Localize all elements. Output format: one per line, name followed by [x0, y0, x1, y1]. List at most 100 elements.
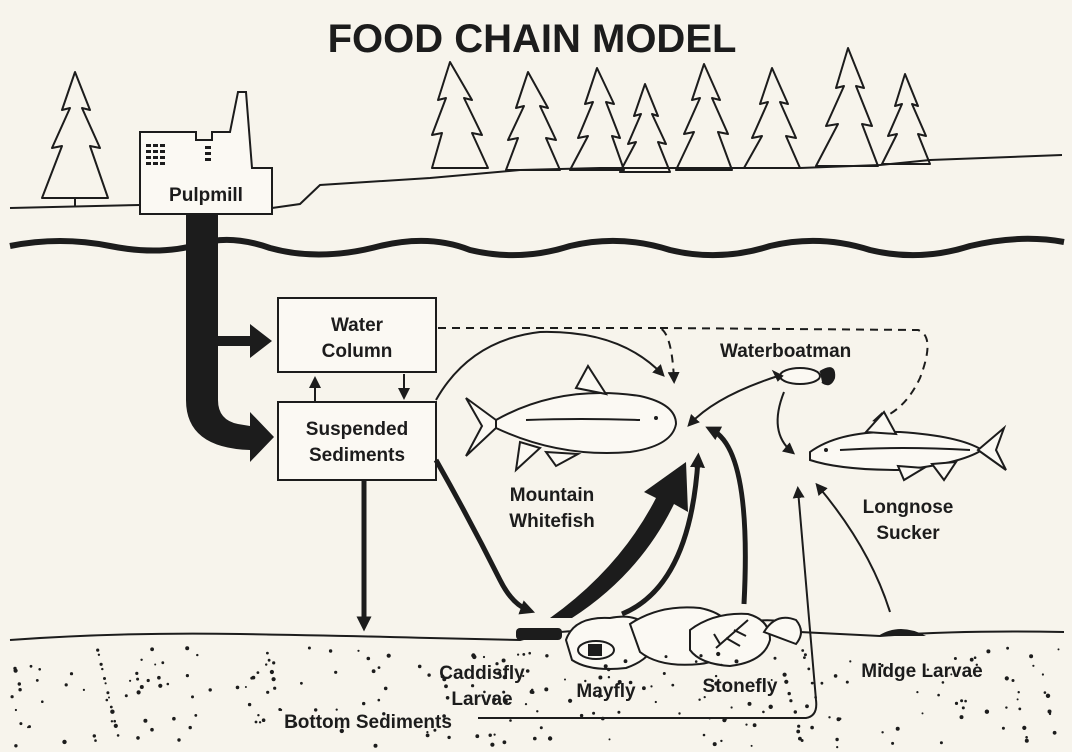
- sediment-dot: [140, 685, 144, 689]
- sediment-dot: [805, 704, 809, 708]
- sediment-dot: [531, 691, 534, 694]
- sediment-dot: [357, 650, 359, 652]
- sediment-dot: [525, 703, 527, 705]
- sediment-dot: [167, 683, 170, 686]
- sediment-dot: [713, 742, 717, 746]
- sediment-dot: [753, 723, 757, 727]
- sediment-dot: [1017, 698, 1019, 700]
- sediment-dot: [678, 712, 680, 714]
- sediment-dot: [106, 699, 109, 702]
- waterboatman-label: Waterboatman: [720, 341, 851, 362]
- sediment-dot: [663, 672, 666, 675]
- sediment-dot: [604, 664, 608, 668]
- water-column-label: Column: [322, 341, 393, 362]
- sediment-dot: [837, 717, 841, 721]
- sediment-dot: [849, 660, 851, 662]
- sediment-dot: [804, 653, 807, 656]
- sediment-dot: [300, 682, 303, 685]
- sediment-dot: [189, 726, 192, 729]
- sediment-dot: [1018, 691, 1020, 693]
- sediment-dot: [960, 715, 964, 719]
- sediment-dot: [270, 670, 274, 674]
- sediment-dot: [11, 695, 14, 698]
- sediment-dot: [143, 719, 147, 723]
- sediment-dot: [103, 677, 106, 680]
- sediment-dot: [807, 668, 810, 671]
- sediment-dot: [624, 659, 628, 663]
- sediment-dot: [154, 664, 156, 666]
- sediment-dot: [110, 706, 113, 709]
- sediment-dot: [794, 710, 797, 713]
- sediment-dot: [265, 663, 267, 665]
- midge-larvae-label: Midge Larvae: [861, 661, 982, 682]
- sediment-dot: [191, 695, 194, 698]
- sediment-dot: [272, 661, 275, 664]
- sediment-dot: [665, 655, 668, 658]
- sediment-dot: [835, 738, 838, 741]
- sediment-dot: [699, 654, 702, 657]
- sediment-dot: [769, 705, 773, 709]
- sediment-dot: [503, 740, 507, 744]
- sediment-dot: [494, 734, 496, 736]
- sediment-dot: [609, 738, 611, 740]
- sediment-dot: [14, 744, 17, 747]
- effluent-flow: [186, 214, 274, 462]
- sediment-dot: [891, 742, 894, 745]
- sediment-dot: [140, 659, 142, 661]
- waterboatman-insect: [774, 368, 834, 384]
- sediment-dot: [568, 699, 572, 703]
- sediment-dot: [1002, 727, 1005, 730]
- sediment-dot: [96, 649, 99, 652]
- sediment-dot: [378, 699, 381, 702]
- sediment-dot: [94, 739, 97, 742]
- sediment-dot: [528, 652, 531, 655]
- tree: [882, 74, 930, 164]
- sediment-dot: [98, 654, 100, 656]
- sediment-dot: [607, 668, 610, 671]
- sediment-dot: [922, 712, 924, 714]
- sediment-dot: [544, 687, 548, 691]
- sediment-dot: [1005, 706, 1007, 708]
- tree: [432, 62, 488, 168]
- sediment-dot: [129, 680, 131, 682]
- sediment-dot: [798, 737, 802, 741]
- sediment-dot: [784, 680, 788, 684]
- sediment-dot: [137, 690, 141, 694]
- sediment-dot: [30, 665, 33, 668]
- sediment-dot: [751, 745, 753, 747]
- sediment-dot: [642, 686, 646, 690]
- sediment-dot: [427, 673, 430, 676]
- sediment-dot: [150, 647, 154, 651]
- tree: [744, 68, 800, 168]
- sediment-dot: [722, 718, 726, 722]
- rocks: [566, 607, 801, 669]
- sediment-dot: [748, 702, 752, 706]
- sediment-dot: [1025, 736, 1028, 739]
- sediment-dot: [821, 682, 824, 685]
- sediment-dot: [960, 699, 963, 702]
- sediment-dot: [1044, 691, 1047, 694]
- sediment-dot: [564, 679, 566, 681]
- tree: [816, 48, 878, 166]
- sediment-dot: [18, 688, 21, 691]
- sediment-dot: [650, 685, 652, 687]
- sediment-dot: [1042, 673, 1044, 675]
- sediment-dot: [18, 682, 21, 685]
- longnose-sucker-label: Sucker: [876, 523, 940, 544]
- sediment-dot: [446, 696, 450, 700]
- sediment-dot: [1058, 648, 1060, 650]
- sediment-dot: [1022, 726, 1026, 730]
- sediment-dot: [273, 687, 276, 690]
- sediment-dot: [100, 663, 103, 666]
- sediment-dot: [272, 677, 276, 681]
- mountain-whitefish-fish: [466, 366, 676, 470]
- sediment-dot: [698, 699, 700, 701]
- mayfly-label: Mayfly: [576, 681, 636, 702]
- sediment-dot: [1012, 679, 1015, 682]
- sediment-dot: [444, 684, 448, 688]
- sediment-dot: [70, 672, 73, 675]
- sediment-dot: [14, 669, 18, 673]
- sediment-dot: [720, 740, 722, 742]
- sediment-dot: [745, 724, 747, 726]
- sediment-dot: [1046, 694, 1050, 698]
